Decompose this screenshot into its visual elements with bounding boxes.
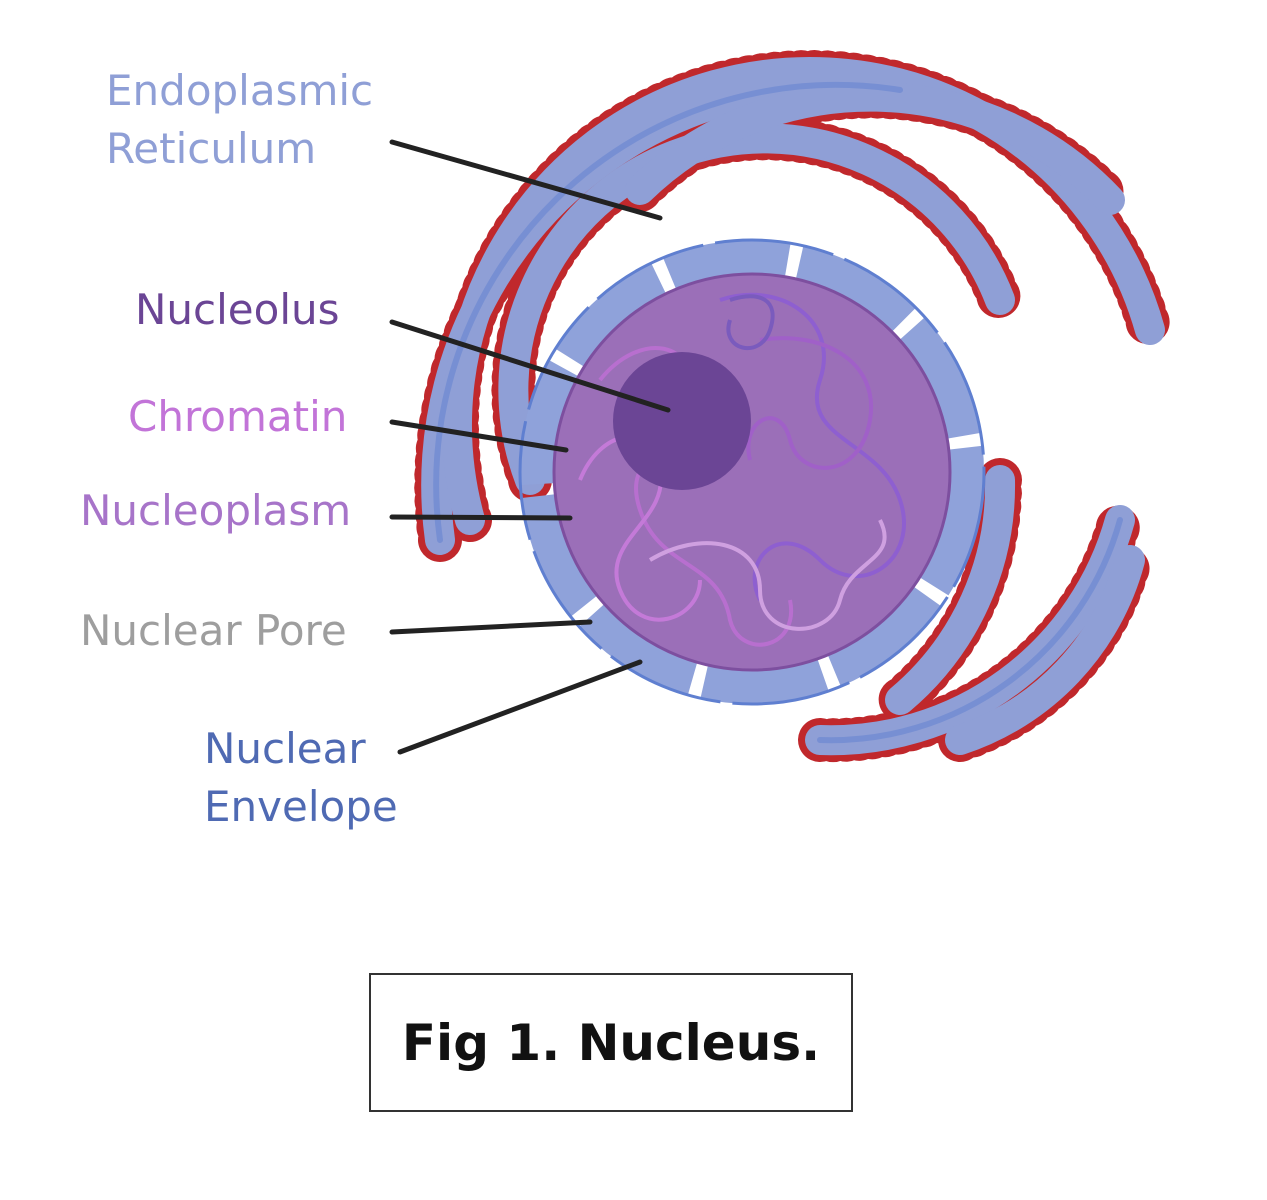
figure-caption: Fig 1. Nucleus.	[401, 1013, 821, 1072]
nucleoplasm	[552, 272, 952, 672]
leader-line-nucleoplasm	[389, 514, 573, 521]
nuclear-envelope-outline	[518, 238, 986, 706]
label-chromatin: Chromatin	[128, 392, 348, 441]
label-nuclear-envelope: Nuclear Envelope	[204, 720, 398, 836]
leader-line-er	[389, 139, 663, 221]
nuclear-envelope	[520, 240, 984, 704]
leader-line-nuclear-envelope	[397, 659, 643, 755]
label-nucleolus: Nucleolus	[135, 285, 340, 334]
label-nucleoplasm: Nucleoplasm	[80, 486, 352, 535]
leader-line-nucleolus	[389, 319, 671, 413]
label-nuclear-pore: Nuclear Pore	[80, 606, 347, 655]
leader-line-nuclear-pore	[389, 619, 593, 635]
nucleolus	[613, 352, 751, 490]
label-er-line1: Endoplasmic	[106, 66, 374, 115]
label-nuclear-envelope-line1: Nuclear	[204, 724, 366, 773]
label-endoplasmic-reticulum: Endoplasmic Reticulum	[106, 62, 373, 178]
leader-line-chromatin	[389, 419, 569, 453]
leader-lines	[389, 139, 671, 755]
label-nuclear-envelope-line2: Envelope	[204, 782, 398, 831]
label-er-line2: Reticulum	[106, 124, 317, 173]
figure-caption-box: Fig 1. Nucleus.	[369, 973, 853, 1112]
